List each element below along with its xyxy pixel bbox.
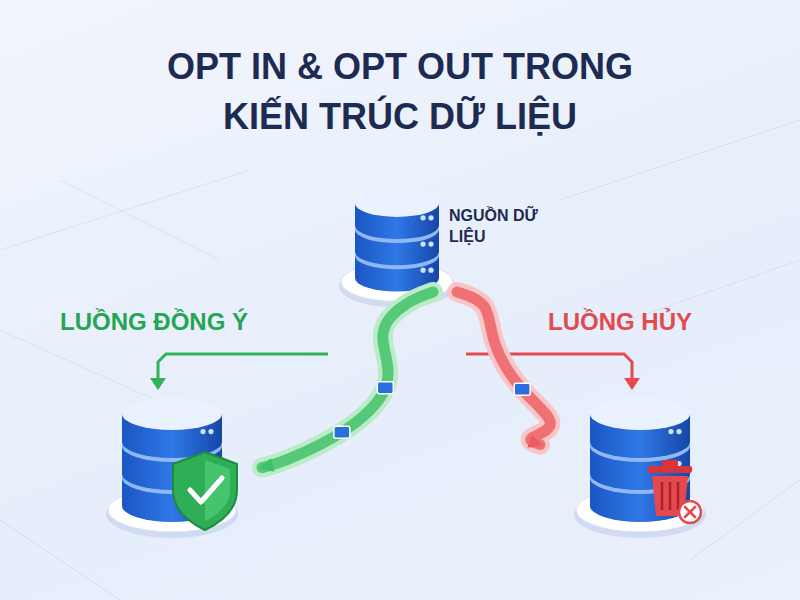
consent-database <box>106 398 238 538</box>
pipe-glow <box>457 292 550 445</box>
consent-pointer <box>158 354 328 388</box>
data-packet <box>334 426 350 438</box>
flow-label: LUỒNG HỦY <box>548 306 692 337</box>
flow-label: LUỒNG ĐỒNG Ý <box>60 306 248 337</box>
source-node: NGUỒN DỮ LIỆU <box>345 186 545 292</box>
title: OPT IN & OPT OUT TRONG KIẾN TRÚC DỮ LIỆU <box>100 42 700 142</box>
revoke-pipe <box>457 292 550 445</box>
shield-icon <box>173 452 237 530</box>
revoke-pointer-head <box>624 378 640 390</box>
data-packet <box>514 383 530 395</box>
trash-icon <box>648 460 701 523</box>
consent-pipe <box>262 292 433 468</box>
flow-node: LUỒNG HỦY <box>540 302 740 532</box>
data-packets <box>334 382 530 438</box>
background-grid <box>0 120 800 600</box>
flow-node: LUỒNG ĐỒNG Ý <box>54 302 262 532</box>
consent-pointer-head <box>150 378 166 390</box>
data-packet <box>377 382 393 394</box>
revoked-database <box>574 398 706 538</box>
node-label: NGUỒN DỮ LIỆU <box>449 206 539 248</box>
pipe-glow <box>262 292 433 468</box>
